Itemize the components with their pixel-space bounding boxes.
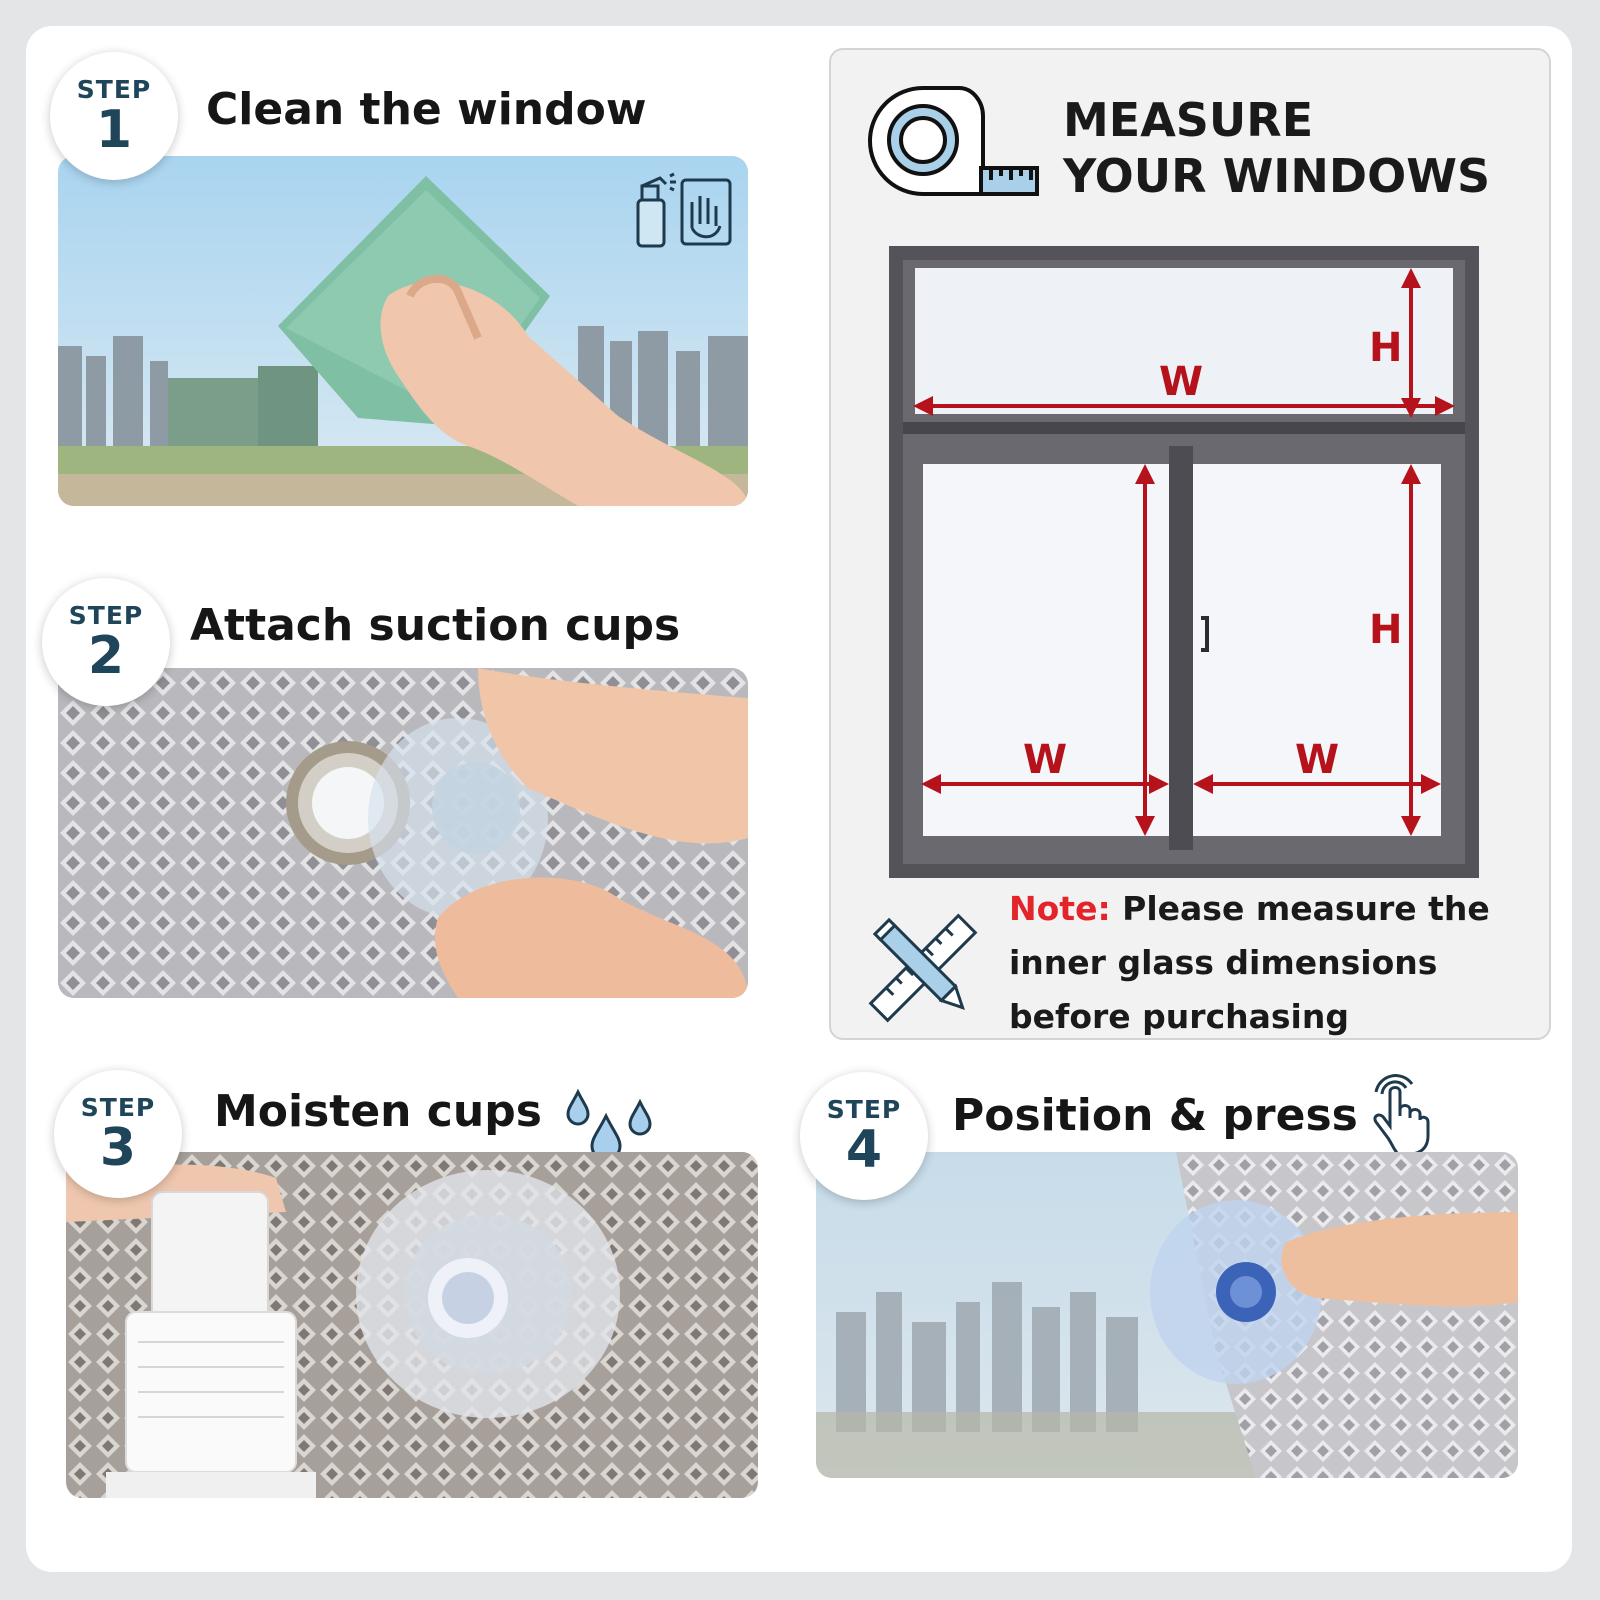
tape-measure-icon [863, 82, 1043, 202]
step-4-photo [816, 1152, 1518, 1478]
step-3-word: STEP [80, 1092, 156, 1122]
step-1-word: STEP [76, 74, 152, 104]
ruler-pencil-icon [865, 910, 981, 1026]
water-drops-icon [566, 1086, 656, 1168]
step-3-badge: STEP 3 [54, 1070, 182, 1198]
bottom-height-label: H [1369, 607, 1403, 653]
step-4-badge: STEP 4 [800, 1072, 928, 1200]
step-1-number: 1 [95, 99, 133, 160]
instruction-card: STEP 1 Clean the window [26, 26, 1572, 1572]
step-3-photo [66, 1152, 758, 1498]
note-label: Note: [1009, 889, 1111, 928]
step-2-word: STEP [68, 600, 144, 630]
top-width-label: W [1159, 359, 1204, 405]
note-text: Please measure the inner glass dimension… [1009, 889, 1490, 1036]
step-2-number: 2 [87, 625, 125, 686]
window-diagram: W H W W H [889, 246, 1479, 878]
step-4-word: STEP [826, 1094, 902, 1124]
measure-panel: MEASURE YOUR WINDOWS [829, 48, 1551, 1040]
window-diagram-svg [889, 246, 1479, 878]
step-1-photo [58, 156, 748, 506]
measure-title: MEASURE YOUR WINDOWS [1063, 92, 1490, 204]
measure-title-line1: MEASURE [1063, 93, 1314, 147]
step-2-title: Attach suction cups [190, 600, 681, 651]
top-height-label: H [1369, 325, 1403, 371]
right-width-label: W [1295, 737, 1340, 783]
transom-bar [903, 422, 1465, 434]
step-4-number: 4 [845, 1119, 883, 1180]
center-mullion [1169, 446, 1193, 850]
step-1-title: Clean the window [206, 84, 647, 135]
step-3-number: 3 [99, 1117, 137, 1178]
measure-note: Note: Please measure the inner glass dim… [1009, 882, 1529, 1044]
spray-and-wipe-icon [632, 166, 736, 252]
step-2-badge: STEP 2 [42, 578, 170, 706]
step-2-photo [58, 668, 748, 998]
step-1-badge: STEP 1 [50, 52, 178, 180]
top-glass [915, 268, 1453, 414]
step-4-title: Position & press [952, 1090, 1358, 1141]
window-handle [1201, 616, 1209, 652]
measure-title-line2: YOUR WINDOWS [1063, 149, 1491, 203]
step-3-title: Moisten cups [214, 1086, 542, 1137]
touch-press-icon [1362, 1066, 1438, 1158]
left-width-label: W [1023, 737, 1068, 783]
